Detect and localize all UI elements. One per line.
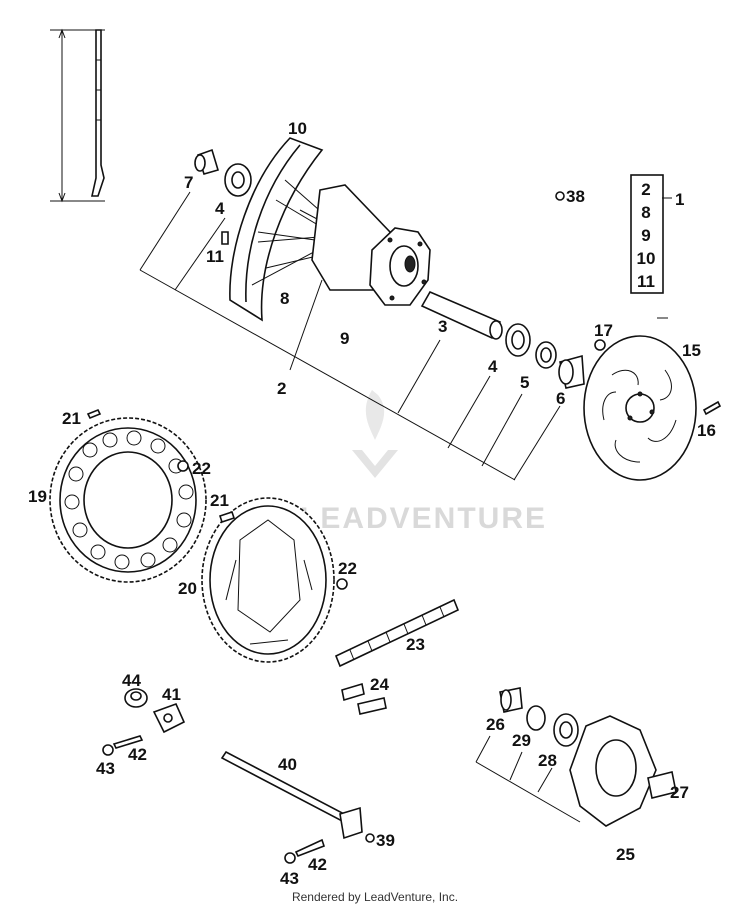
adjuster-bolt-b: [294, 838, 326, 858]
callout-28: 28: [538, 751, 557, 770]
adjuster-nut: [124, 688, 148, 708]
spoke-gauge: [50, 28, 105, 203]
callout-3: 3: [438, 317, 447, 336]
callout-42b: 42: [308, 855, 327, 874]
callout-22a: 22: [192, 459, 211, 478]
callout-21b: 21: [210, 491, 229, 510]
callout-27: 27: [670, 783, 689, 802]
sprocket-bolt-a: [86, 408, 102, 420]
chain: [334, 598, 460, 668]
box-label-1: 8: [641, 203, 650, 222]
box-label-0: 2: [641, 180, 650, 199]
callout-8: 8: [280, 289, 289, 308]
callout-11: 11: [206, 247, 224, 266]
hub: [311, 184, 431, 306]
brake-disc: [583, 335, 697, 481]
watermark-text: LEADVENTURE: [300, 502, 547, 535]
callout-2: 2: [277, 379, 286, 398]
callout-16: 16: [697, 421, 716, 440]
callout-23: 23: [406, 635, 425, 654]
axle: [220, 750, 363, 840]
callout-10: 10: [288, 119, 307, 138]
adjuster-bolt-a: [112, 735, 144, 749]
master-link: [341, 682, 387, 715]
callout-29: 29: [512, 731, 531, 750]
assembly-box: 2 8 9 10 11: [630, 174, 664, 294]
callout-41: 41: [162, 685, 181, 704]
cush-hub: [569, 715, 677, 827]
sprocket-large: [49, 417, 207, 583]
leader-lines: [139, 191, 672, 823]
nipple: [221, 231, 229, 245]
sprocket-alt: [201, 497, 335, 663]
adjuster-block: [152, 702, 186, 734]
callout-21a: 21: [62, 409, 81, 428]
callout-4b: 4: [488, 357, 498, 376]
callout-1: 1: [675, 190, 684, 209]
disc-nut: [594, 339, 606, 351]
callout-25: 25: [616, 845, 635, 864]
disc-bolt: [702, 400, 722, 416]
hub-seal: [526, 705, 546, 731]
left-bearing: [224, 163, 252, 197]
box-label-2: 9: [641, 226, 650, 245]
callout-38: 38: [566, 187, 585, 206]
box-label-3: 10: [637, 249, 656, 268]
callout-26: 26: [486, 715, 505, 734]
callout-9: 9: [340, 329, 349, 348]
callout-24: 24: [370, 675, 389, 694]
right-bearing: [505, 323, 531, 357]
adjuster-nut-b: [284, 852, 296, 864]
callout-44: 44: [122, 671, 141, 690]
callouts: 1 2 3 4 4 5 6 7 8 9 10 11 15 16 17 19 20…: [28, 119, 716, 888]
part-38: [555, 191, 565, 201]
watermark: LEADVENTURE: [300, 390, 547, 535]
callout-5: 5: [520, 373, 529, 392]
box-label-4: 11: [637, 272, 655, 291]
callout-7: 7: [184, 173, 193, 192]
callout-6: 6: [556, 389, 565, 408]
left-spacer: [194, 148, 219, 175]
callout-43b: 43: [280, 869, 299, 888]
sprocket-nut-b: [336, 578, 348, 590]
callout-20: 20: [178, 579, 197, 598]
hub-spacer: [499, 687, 523, 713]
hub-bearing: [553, 713, 579, 747]
seal: [535, 341, 557, 369]
callout-19: 19: [28, 487, 47, 506]
sprocket-bolt-b: [218, 510, 236, 524]
footer-credit: Rendered by LeadVenture, Inc.: [291, 890, 459, 904]
sprocket-nut-a: [177, 460, 189, 472]
bushing: [558, 354, 585, 389]
spacer-tube: [420, 290, 503, 340]
callout-40: 40: [278, 755, 297, 774]
callout-22b: 22: [338, 559, 357, 578]
callout-39: 39: [376, 831, 395, 850]
callout-42a: 42: [128, 745, 147, 764]
callout-43a: 43: [96, 759, 115, 778]
adjuster-nut-a: [102, 744, 114, 756]
callout-15: 15: [682, 341, 701, 360]
axle-washer: [365, 833, 375, 843]
callout-17: 17: [594, 321, 613, 340]
callout-4a: 4: [215, 199, 225, 218]
